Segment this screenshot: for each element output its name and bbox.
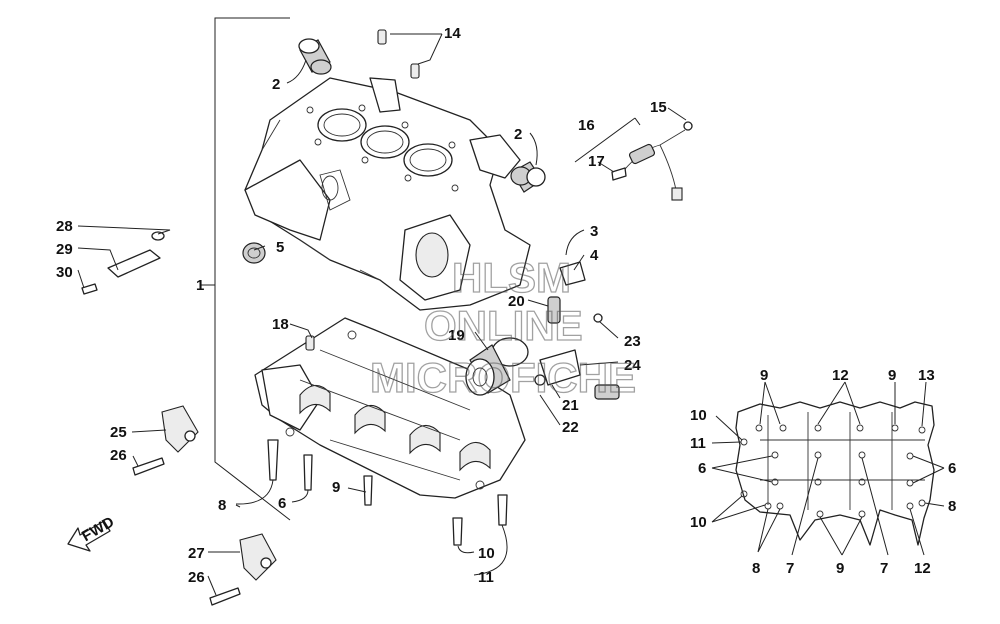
assembly-bracket — [200, 17, 291, 521]
callout-11: 11 — [478, 569, 494, 586]
oil-filter — [465, 337, 529, 396]
bolt-pattern-inset: 9 12 9 13 10 11 6 6 10 8 8 7 9 7 12 — [690, 367, 956, 577]
callout-30: 30 — [56, 264, 73, 281]
fitting-assembly — [534, 313, 620, 400]
inset-callout-6-left: 6 — [698, 460, 706, 477]
callout-24: 24 — [624, 357, 641, 374]
inset-callout-8-bottom: 8 — [752, 560, 760, 577]
callout-1: 1 — [196, 277, 204, 294]
inset-callout-7-right: 7 — [880, 560, 888, 577]
callout-22: 22 — [562, 419, 579, 436]
callout-14: 14 — [444, 25, 461, 42]
inset-callout-12-bottom: 12 — [914, 560, 931, 577]
callout-16: 16 — [578, 117, 595, 134]
dowel-pins-18 — [305, 335, 315, 351]
callout-29: 29 — [56, 241, 73, 258]
inset-callout-10-lower: 10 — [690, 514, 707, 531]
callout-26-lower: 26 — [188, 569, 205, 586]
callout-18: 18 — [272, 316, 289, 333]
inset-callout-6-right: 6 — [948, 460, 956, 477]
pipe-fitting-29 — [81, 231, 165, 295]
callout-9: 9 — [332, 479, 340, 496]
bushing-right — [510, 161, 546, 193]
callout-8: 8 — [218, 497, 226, 514]
callout-27: 27 — [188, 545, 205, 562]
plug-part-5 — [242, 242, 266, 264]
inset-callout-7-left: 7 — [786, 560, 794, 577]
watermark-line-2: ONLINE — [424, 302, 583, 349]
sensor-part-20 — [547, 261, 586, 324]
temp-sensor-harness — [611, 121, 693, 201]
callout-28: 28 — [56, 218, 73, 235]
callout-15: 15 — [650, 99, 667, 116]
watermark-line-1: HLSM — [452, 254, 571, 301]
callout-19: 19 — [448, 327, 465, 344]
callout-21: 21 — [562, 397, 579, 414]
fwd-label: FWD — [79, 513, 117, 545]
bolts-lower — [267, 439, 508, 546]
callout-2-right: 2 — [514, 126, 522, 143]
inset-callout-11: 11 — [690, 435, 706, 452]
callout-4: 4 — [590, 247, 599, 264]
inset-callout-9-bottom: 9 — [836, 560, 844, 577]
main-callouts: 1 2 2 3 4 5 6 8 9 10 11 14 15 16 17 18 1… — [56, 25, 667, 586]
inset-callout-12-top: 12 — [832, 367, 849, 384]
callout-5: 5 — [276, 239, 284, 256]
callout-23: 23 — [624, 333, 641, 350]
inset-callout-8-right: 8 — [948, 498, 956, 515]
callout-10: 10 — [478, 545, 495, 562]
watermark: HLSM ONLINE MICROFICHE — [369, 253, 636, 401]
dowel-pins — [377, 29, 420, 79]
watermark-line-3: MICROFICHE — [370, 354, 636, 401]
engine-mount-27 — [209, 533, 277, 606]
inset-callout-10-upper: 10 — [690, 407, 707, 424]
inset-callout-9-top-right: 9 — [888, 367, 896, 384]
inset-callout-13: 13 — [918, 367, 935, 384]
inset-callout-9-top-left: 9 — [760, 367, 768, 384]
callout-25: 25 — [110, 424, 127, 441]
engine-mount-25 — [132, 405, 199, 476]
callout-2-top: 2 — [272, 76, 280, 93]
callout-17: 17 — [588, 153, 605, 170]
lower-crankcase — [254, 317, 526, 499]
upper-crankcase — [244, 77, 531, 311]
callout-6: 6 — [278, 495, 286, 512]
leader-lines — [77, 33, 687, 596]
bushing-top — [298, 38, 332, 75]
fwd-arrow: FWD — [67, 513, 117, 552]
callout-26-upper: 26 — [110, 447, 127, 464]
callout-3: 3 — [590, 223, 598, 240]
callout-20: 20 — [508, 293, 525, 310]
